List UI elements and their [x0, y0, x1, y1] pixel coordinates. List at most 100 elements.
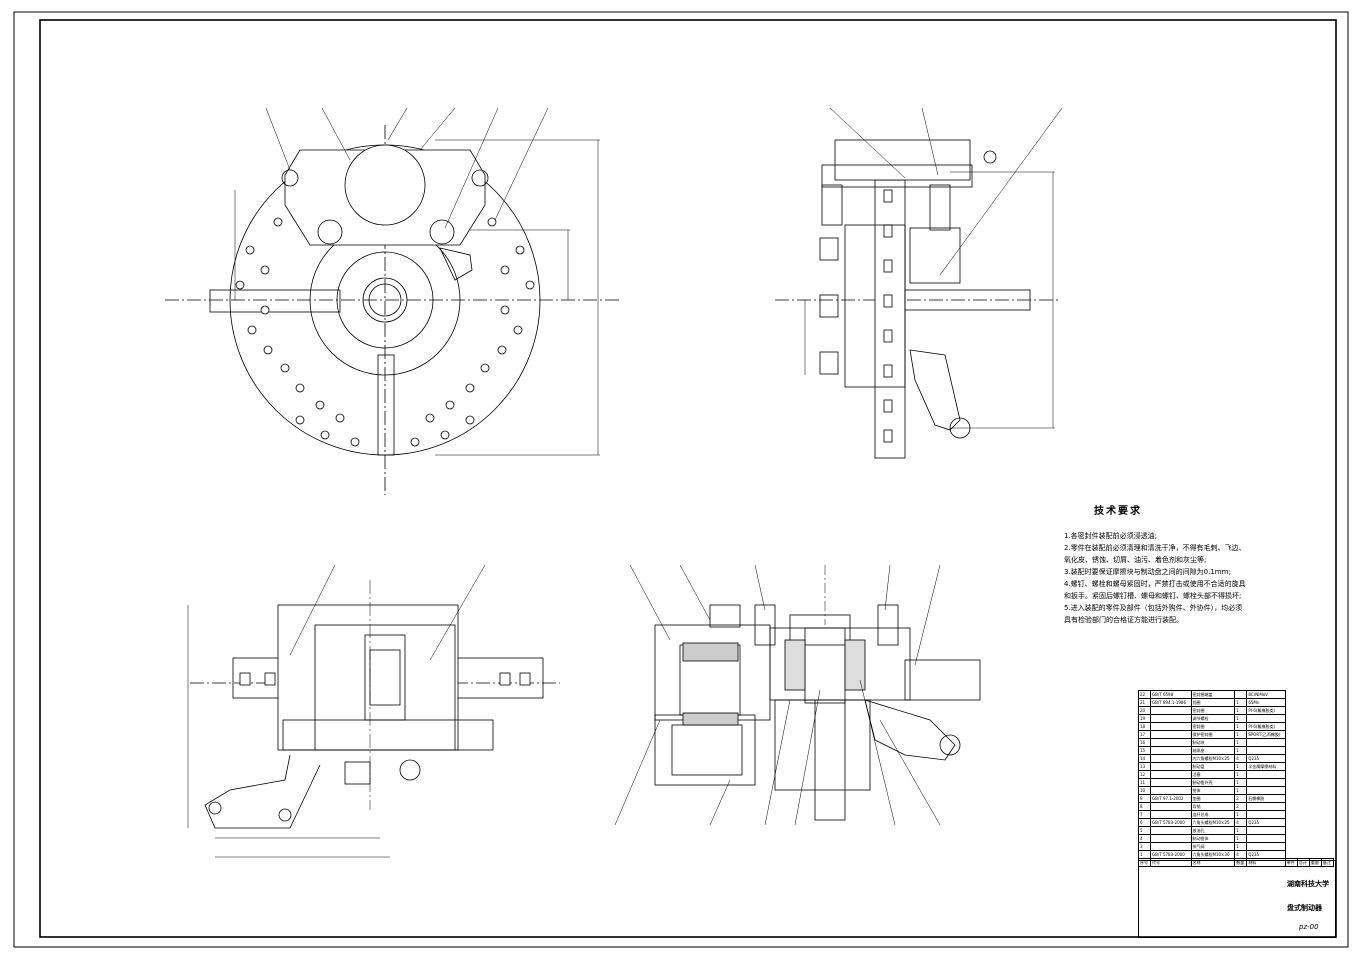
bom-cell: 1: [1234, 778, 1248, 787]
front-view: [165, 107, 620, 495]
bom-cell: [1150, 730, 1192, 739]
bom-cell: [1150, 738, 1192, 747]
bom-cell: [1150, 778, 1192, 787]
bom-cell: 4: [1137, 834, 1152, 843]
bom-cell: 5: [1137, 826, 1152, 835]
tech-item: 3.装配时要保证摩擦块与制动盘之间的间隙为0.1mm;: [1064, 568, 1231, 576]
bom-cell: 制动盘: [1190, 762, 1236, 771]
tech-item: 具有检验部门的合格证方能进行装配。: [1064, 616, 1183, 624]
bom-cell: 导销: [1190, 802, 1236, 811]
bom-cell: 钳体: [1190, 786, 1236, 795]
bom-cell: GB/T 5783-2000: [1150, 850, 1192, 859]
bom-cell: 制动钳体: [1190, 834, 1236, 843]
tech-item: 4.螺钉、螺栓和螺母紧固时，严禁打击或使用不合适的旋具: [1064, 580, 1246, 588]
bom-cell: 19: [1137, 714, 1152, 723]
bom-cell: 六角头螺栓M10×30: [1190, 850, 1236, 859]
bom-cell: 制动块: [1190, 738, 1236, 747]
bom-cell: 1: [1234, 706, 1248, 715]
bom-cell: 17: [1137, 730, 1152, 739]
bom-cell: 1: [1137, 850, 1152, 859]
tech-title: 技术要求: [1094, 506, 1142, 517]
bom-cell: [1150, 714, 1192, 723]
bom-cell: 13: [1137, 762, 1152, 771]
bom-cell: 1: [1234, 730, 1248, 739]
bom-cell: 1: [1234, 762, 1248, 771]
section-view: [614, 564, 981, 826]
bom-cell: [1150, 746, 1192, 755]
bom-cell: 22: [1137, 690, 1152, 699]
drawing-name: 盘式制动器: [1287, 904, 1322, 912]
bom-cell: 1: [1234, 698, 1248, 707]
bom-cell: 半金属摩擦材料: [1246, 762, 1286, 771]
bom-cell: PI-6(氟橡胶类): [1246, 722, 1286, 731]
technical-requirements: 技术要求 1.各密封件装配前必须浸透油; 2.零件在装配前必须清理和清洗干净，不…: [1064, 506, 1304, 626]
bom-header-cell: 备注: [1320, 858, 1335, 867]
bom-cell: 1: [1234, 842, 1248, 851]
bom-cell: 1: [1234, 826, 1248, 835]
bom-cell: 挡圈: [1190, 698, 1236, 707]
bom-cell: 3: [1137, 842, 1152, 851]
bom-cell: 1: [1234, 786, 1248, 795]
bom-cell: Q235: [1246, 818, 1286, 827]
bom-cell: SPORT(乙丙橡胶): [1246, 730, 1286, 739]
bom-cell: [1150, 722, 1192, 731]
bom-header-cell: 材料: [1246, 858, 1286, 867]
bom-cell: 六角头螺栓M10×25: [1190, 818, 1236, 827]
bom-cell: [1246, 738, 1286, 747]
bom-cell: 2: [1234, 802, 1248, 811]
bom-cell: 1: [1234, 810, 1248, 819]
bom-cell: 16: [1137, 738, 1152, 747]
bom-cell: 密封圈: [1190, 722, 1236, 731]
bom-cell: 4: [1234, 754, 1248, 763]
tech-item: 1.各密封件装配前必须浸透油;: [1064, 532, 1158, 540]
bom-cell: 排气阀: [1190, 842, 1236, 851]
bom-cell: 4: [1234, 818, 1248, 827]
bom-cell: 14: [1137, 754, 1152, 763]
bom-cell: 7: [1137, 810, 1152, 819]
bom-cell: 1: [1234, 714, 1248, 723]
bom-cell: [1246, 746, 1286, 755]
tech-item: 和扳手。紧固后螺钉槽、螺母和螺钉、螺栓头部不得损坏;: [1064, 592, 1242, 600]
drawing-code: pz-00: [1299, 923, 1319, 931]
bom-cell: [1150, 762, 1192, 771]
bom-cell: 连杆总成: [1190, 810, 1236, 819]
bom-cell: 9: [1137, 794, 1152, 803]
bom-cell: 1: [1234, 770, 1248, 779]
bom-cell: 12: [1137, 770, 1152, 779]
bom-cell: 6: [1137, 818, 1152, 827]
bom-cell: 20: [1137, 706, 1152, 715]
title-block: 湖南科技大学 盘式制动器 pz-00: [1138, 860, 1336, 938]
tech-item: 2.零件在装配前必须清理和清洗干净，不得有毛刺、飞边、: [1064, 544, 1246, 552]
bom-cell: 石棉橡胶: [1246, 794, 1286, 803]
bom-cell: 密封圈端盖: [1190, 690, 1236, 699]
bom-cell: [1246, 834, 1286, 843]
bom-cell: 调节螺栓: [1190, 714, 1236, 723]
bom-cell: 活塞: [1190, 770, 1236, 779]
inner-border: [39, 19, 1337, 938]
bom-cell: [1150, 770, 1192, 779]
bom-cell: 4: [1234, 850, 1248, 859]
side-view: [775, 107, 1063, 459]
bom-cell: [1246, 826, 1286, 835]
bom-cell: GB/T 97.1-2002: [1150, 794, 1192, 803]
bom-cell: GB/T 6598: [1150, 690, 1192, 699]
bom-cell: [1150, 786, 1192, 795]
bom-cell: 10: [1137, 786, 1152, 795]
bom-cell: [1150, 842, 1192, 851]
outer-border: [13, 11, 1349, 948]
bom-cell: PI-6(氟橡胶类): [1246, 706, 1286, 715]
